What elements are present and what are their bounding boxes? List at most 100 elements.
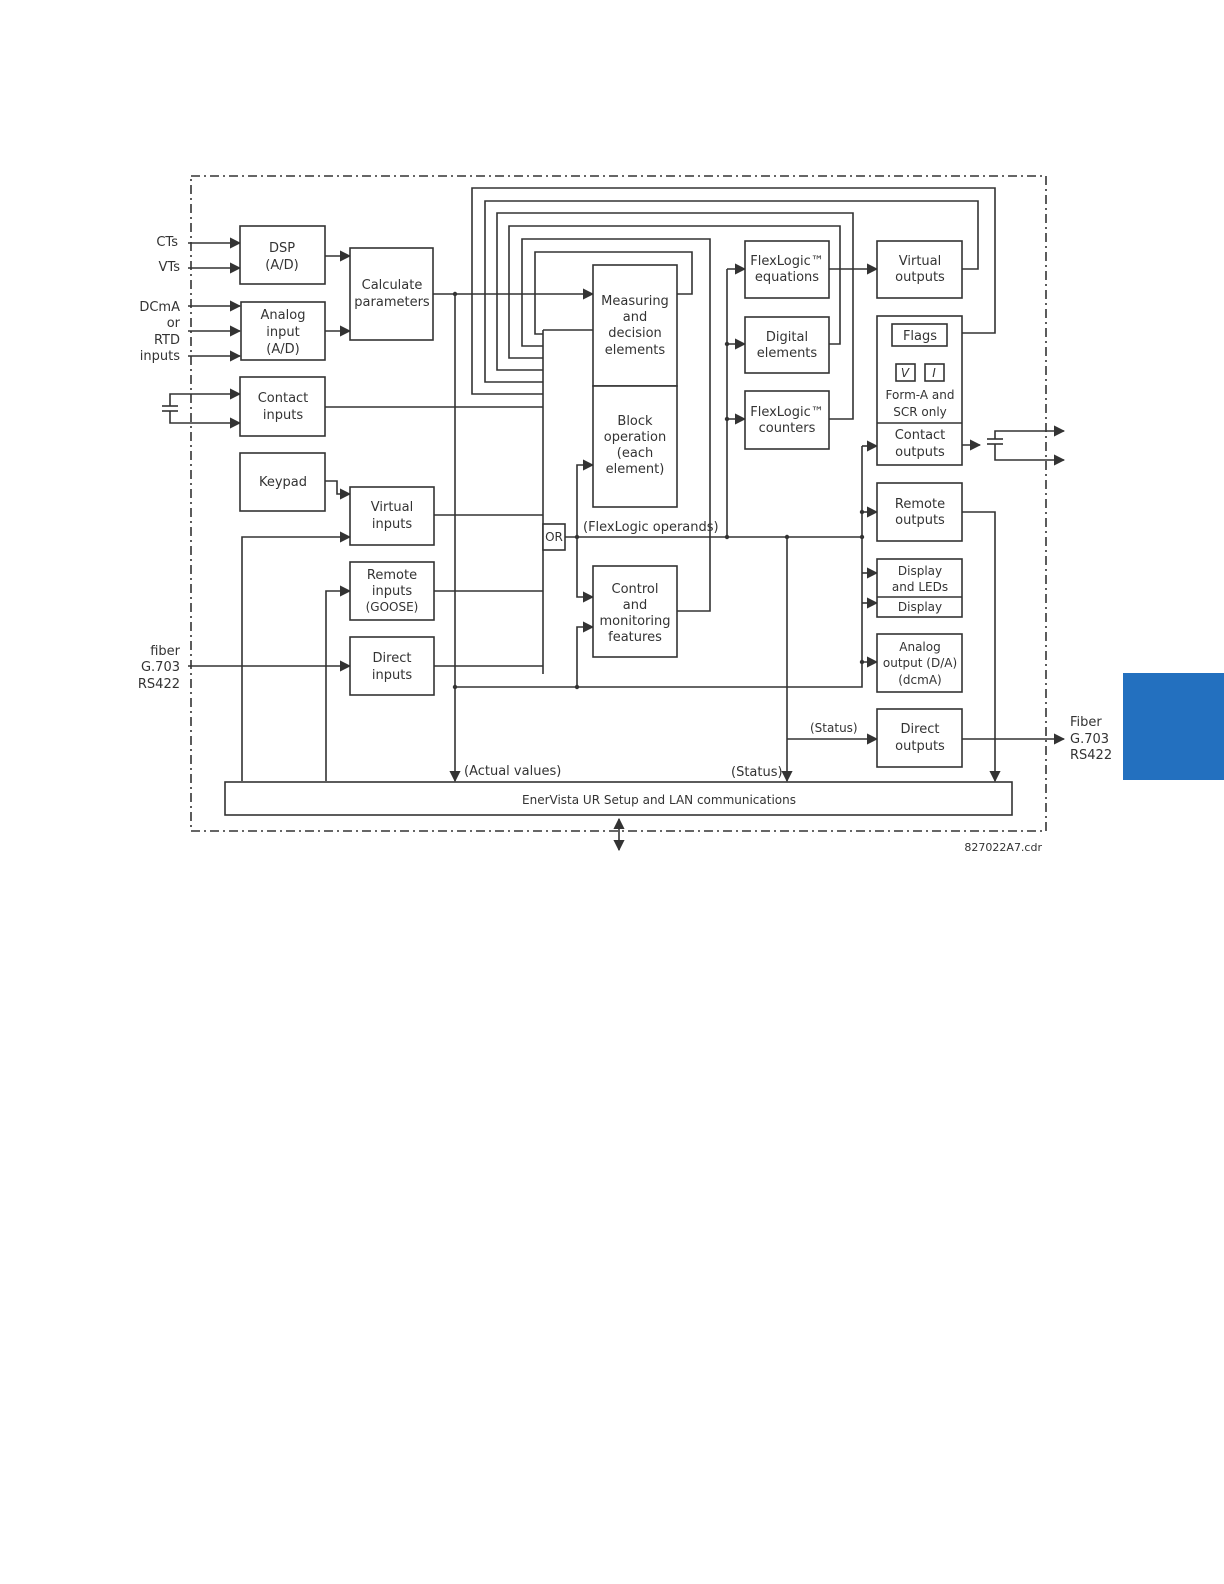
v-flag-label: V bbox=[901, 366, 910, 380]
contact-inputs-label-2: inputs bbox=[263, 408, 303, 423]
virtual-outputs-label-2: outputs bbox=[895, 270, 945, 285]
analog-input-block: Analog input (A/D) bbox=[240, 301, 326, 361]
measuring-label-2: and bbox=[623, 310, 647, 325]
measuring-block: Measuring and decision elements bbox=[592, 264, 678, 387]
relay-boundary bbox=[190, 175, 1047, 832]
junction-dots bbox=[452, 291, 865, 690]
direct-outputs-label-1: Direct bbox=[901, 722, 940, 737]
calculate-label-1: Calculate bbox=[362, 278, 423, 293]
analog-output-block: Analog output (D/A) (dcmA) bbox=[876, 633, 963, 693]
enervista-label: EnerVista UR Setup and LAN communication… bbox=[522, 793, 796, 807]
vts-label: VTs bbox=[159, 260, 181, 275]
block-operation-label-2: operation bbox=[604, 430, 666, 445]
calculate-label-2: parameters bbox=[354, 295, 430, 310]
cts-label: CTs bbox=[156, 235, 178, 250]
display-leds-label-2: and LEDs bbox=[892, 580, 948, 594]
analog-input-label-1: Analog bbox=[261, 308, 306, 323]
contact-inputs-block: Contact inputs bbox=[239, 376, 326, 437]
virtual-inputs-label-1: Virtual bbox=[371, 500, 413, 515]
dsp-label-2: (A/D) bbox=[265, 258, 298, 273]
block-operation-block: Block operation (each element) bbox=[592, 385, 678, 508]
dcma-label-4: inputs bbox=[140, 349, 180, 364]
analog-output-label-2: output (D/A) bbox=[883, 656, 957, 670]
flexlogic-equations-label-1: FlexLogic™ bbox=[750, 254, 824, 269]
control-label-3: monitoring bbox=[600, 614, 671, 629]
flexlogic-equations-label-2: equations bbox=[755, 270, 819, 285]
fiber-in-label-2: G.703 bbox=[141, 660, 180, 675]
direct-inputs-label-1: Direct bbox=[373, 651, 412, 666]
remote-outputs-label-2: outputs bbox=[895, 513, 945, 528]
measuring-label-1: Measuring bbox=[601, 294, 669, 309]
keypad-block: Keypad bbox=[239, 452, 326, 512]
analog-output-label-1: Analog bbox=[899, 640, 940, 654]
digital-elements-block: Digital elements bbox=[744, 316, 830, 374]
control-label-4: features bbox=[608, 630, 662, 645]
dcma-label-1: DCmA bbox=[139, 300, 180, 315]
calculate-parameters-block: Calculate parameters bbox=[349, 247, 434, 341]
fiber-in-label-3: RS422 bbox=[138, 677, 180, 692]
dcma-label-3: RTD bbox=[154, 333, 180, 348]
direct-outputs-label-2: outputs bbox=[895, 739, 945, 754]
flags-label: Flags bbox=[903, 329, 937, 344]
figure-id: 827022A7.cdr bbox=[964, 841, 1042, 854]
actual-values-label: (Actual values) bbox=[464, 764, 561, 779]
virtual-inputs-label-2: inputs bbox=[372, 517, 412, 532]
display-label: Display bbox=[898, 600, 942, 614]
digital-elements-label-1: Digital bbox=[766, 330, 808, 345]
dsp-block: DSP (A/D) bbox=[239, 225, 326, 285]
enervista-bar: EnerVista UR Setup and LAN communication… bbox=[224, 781, 1013, 816]
keypad-label: Keypad bbox=[259, 475, 307, 490]
wires bbox=[162, 187, 1066, 852]
flexlogic-equations-block: FlexLogic™ equations bbox=[744, 240, 830, 299]
flexlogic-counters-block: FlexLogic™ counters bbox=[744, 390, 830, 450]
control-label-2: and bbox=[623, 598, 647, 613]
remote-inputs-label-1: Remote bbox=[367, 568, 417, 583]
v-flag-box bbox=[895, 363, 916, 382]
measuring-label-4: elements bbox=[605, 343, 666, 358]
fiber-out-label-3: RS422 bbox=[1070, 748, 1112, 763]
fiber-out-label-1: Fiber bbox=[1070, 715, 1102, 730]
i-flag-box bbox=[924, 363, 945, 382]
chapter-tab bbox=[1123, 673, 1224, 780]
virtual-outputs-label-1: Virtual bbox=[899, 254, 941, 269]
flags-box bbox=[891, 323, 948, 347]
remote-outputs-label-1: Remote bbox=[895, 497, 945, 512]
block-operation-label-3: (each bbox=[617, 446, 653, 461]
virtual-outputs-block: Virtual outputs bbox=[876, 240, 963, 299]
flexlogic-counters-label-1: FlexLogic™ bbox=[750, 405, 824, 420]
display-leds-label-1: Display bbox=[898, 564, 942, 578]
or-gate: OR bbox=[542, 523, 566, 551]
or-gate-label: OR bbox=[545, 530, 563, 544]
direct-inputs-block: Direct inputs bbox=[349, 636, 435, 696]
remote-outputs-block: Remote outputs bbox=[876, 482, 963, 542]
block-operation-label-1: Block bbox=[617, 414, 653, 429]
digital-elements-label-2: elements bbox=[757, 346, 818, 361]
flexlogic-operands-label: (FlexLogic operands) bbox=[583, 520, 719, 535]
analog-input-label-2: input bbox=[266, 325, 299, 340]
status-direct-label: (Status) bbox=[810, 721, 858, 735]
form-a-label-2: SCR only bbox=[893, 405, 947, 419]
remote-inputs-label-2: inputs bbox=[372, 584, 412, 599]
control-monitoring-block: Control and monitoring features bbox=[592, 565, 678, 658]
display-leds-block: Display and LEDs Display bbox=[876, 558, 963, 618]
i-flag-label: I bbox=[932, 366, 936, 380]
block-operation-label-4: element) bbox=[606, 462, 665, 477]
contact-outputs-block: Flags V I Form-A and SCR only Contact ou… bbox=[876, 315, 963, 466]
remote-inputs-block: Remote inputs (GOOSE) bbox=[349, 561, 435, 621]
contact-outputs-label-1: Contact bbox=[895, 428, 946, 443]
status-bottom-label: (Status) bbox=[731, 765, 783, 780]
fiber-out-label-2: G.703 bbox=[1070, 732, 1109, 747]
measuring-label-3: decision bbox=[608, 326, 662, 341]
remote-inputs-label-3: (GOOSE) bbox=[366, 600, 419, 614]
dsp-label-1: DSP bbox=[269, 241, 295, 256]
direct-inputs-label-2: inputs bbox=[372, 668, 412, 683]
direct-outputs-block: Direct outputs bbox=[876, 708, 963, 768]
contact-inputs-label-1: Contact bbox=[258, 391, 309, 406]
virtual-inputs-block: Virtual inputs bbox=[349, 486, 435, 546]
contact-outputs-label-2: outputs bbox=[895, 445, 945, 460]
analog-output-label-3: (dcmA) bbox=[898, 673, 941, 687]
fiber-in-label-1: fiber bbox=[150, 644, 180, 659]
flexlogic-counters-label-2: counters bbox=[759, 421, 816, 436]
dcma-label-2: or bbox=[167, 316, 181, 331]
